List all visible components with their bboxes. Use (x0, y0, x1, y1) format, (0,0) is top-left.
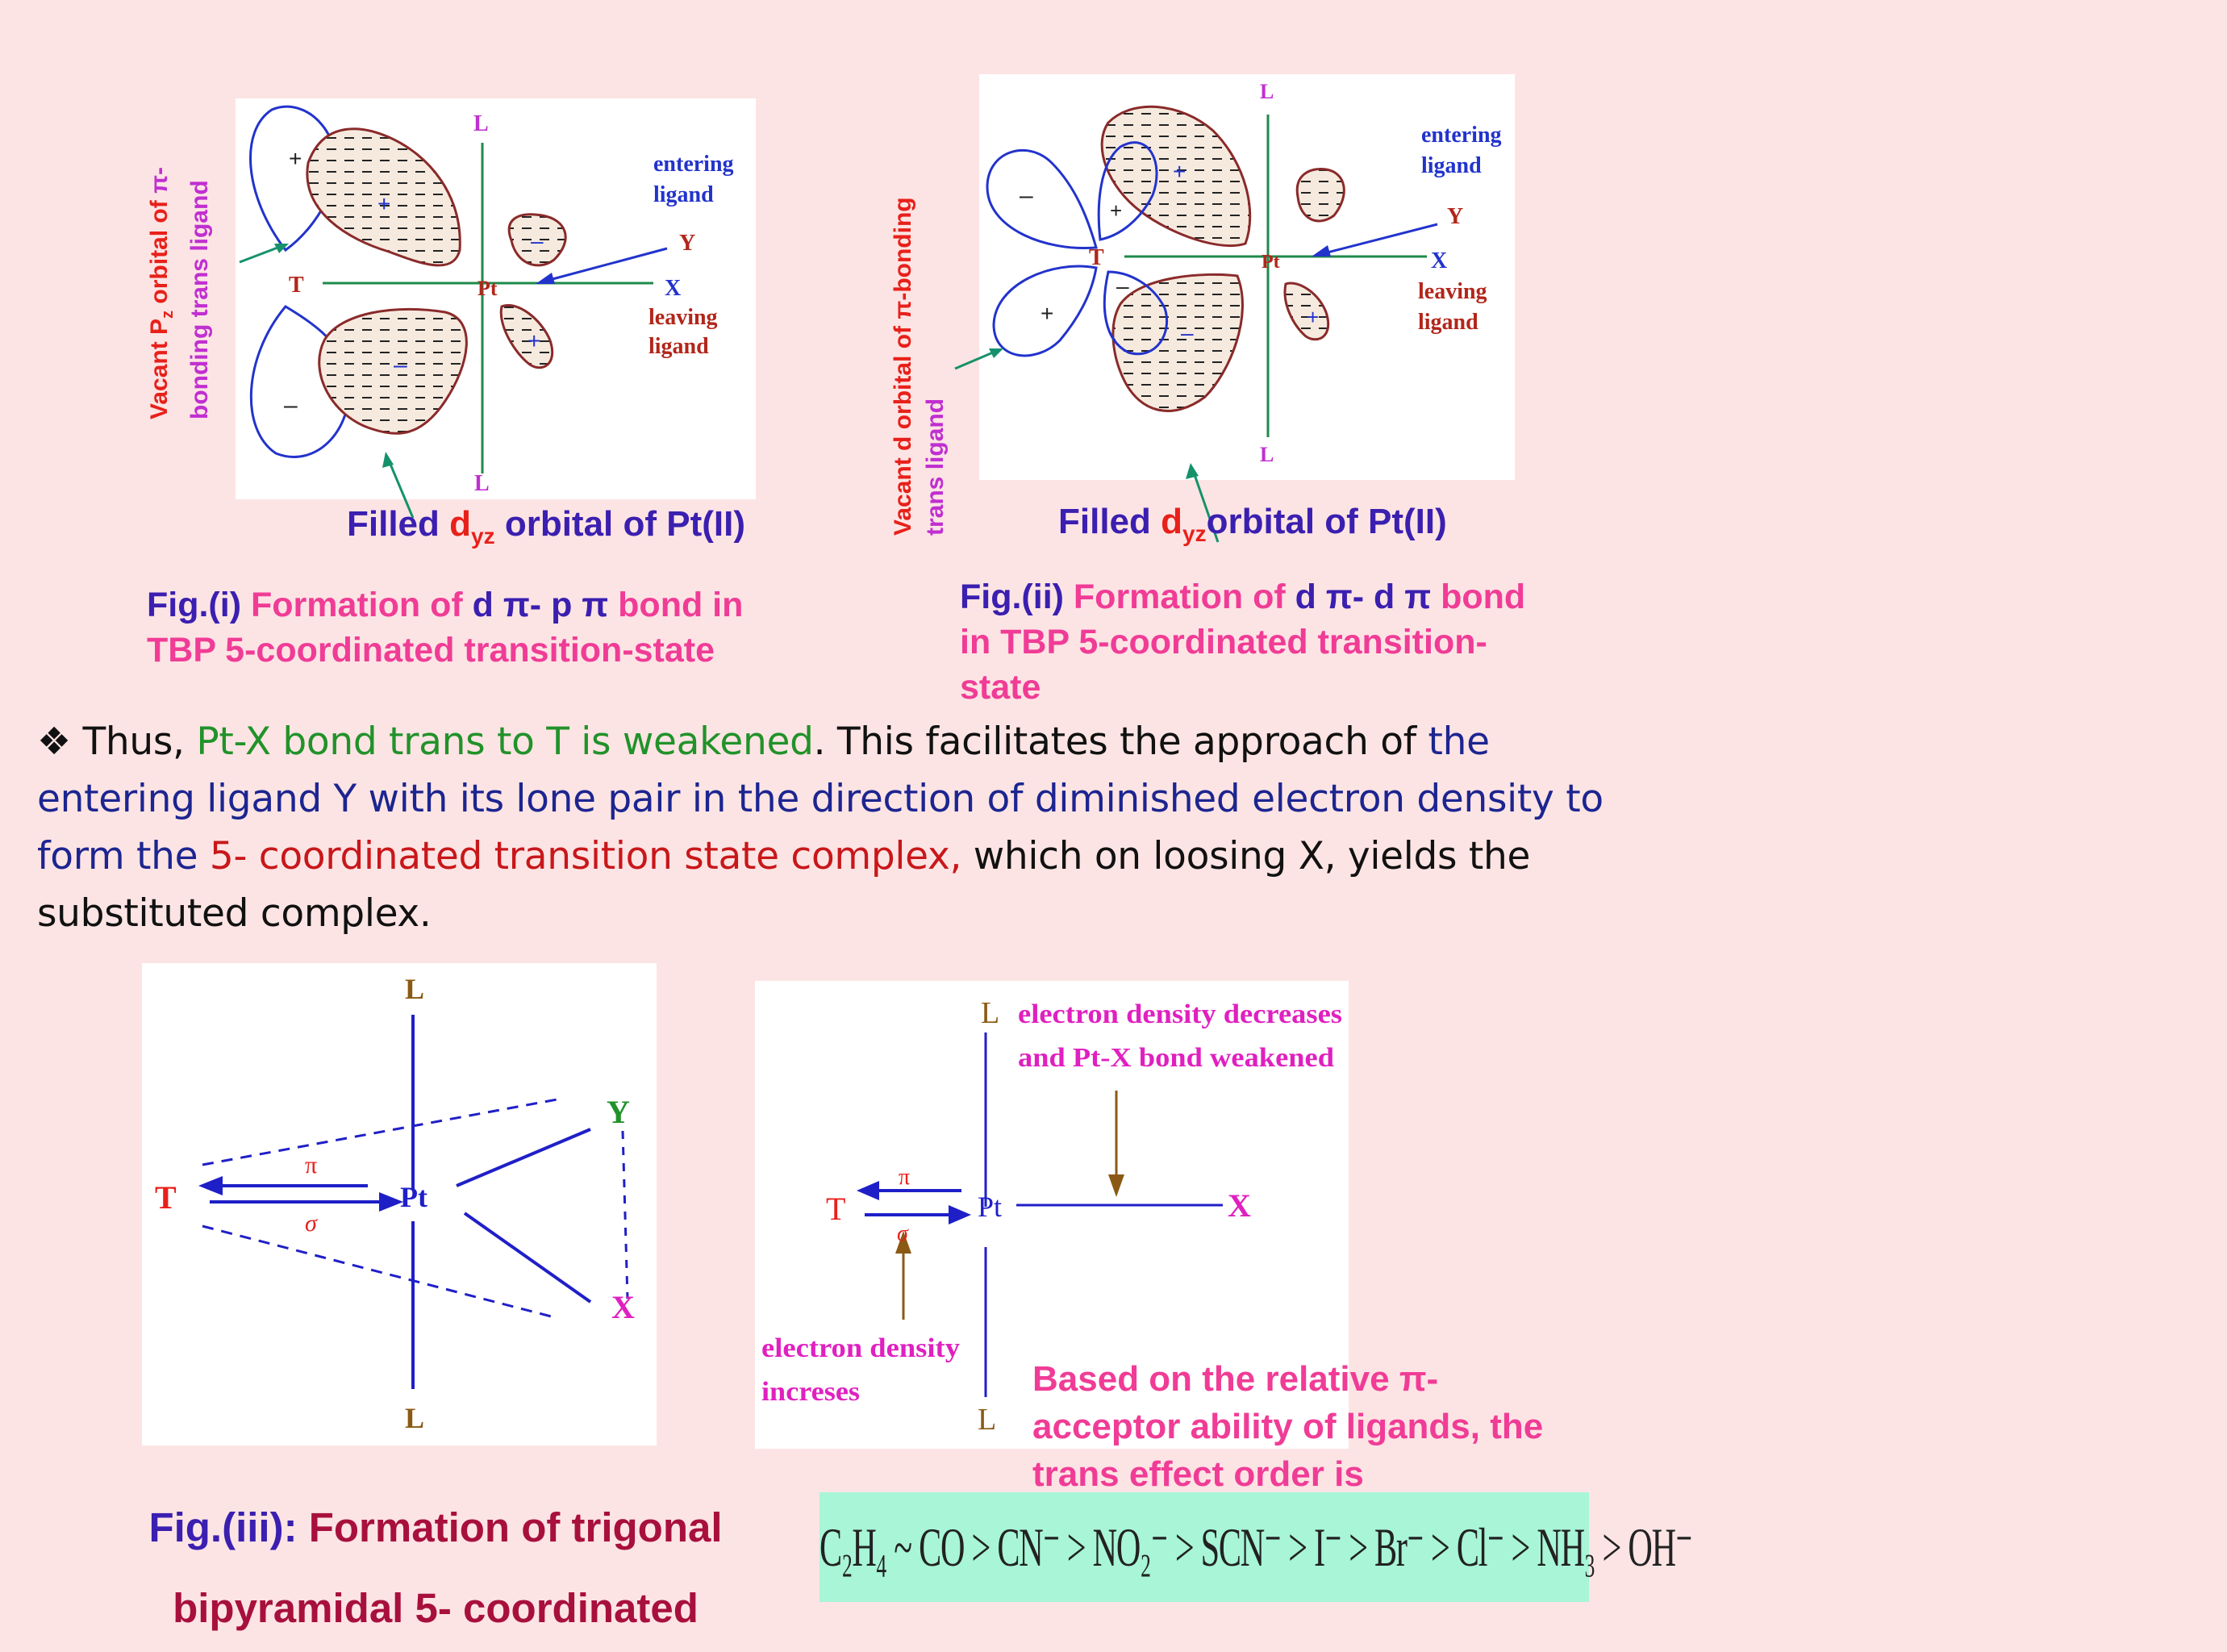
fig2-orbital-diagram: L L T Pt X Y – + + + – – + entering liga… (954, 80, 1502, 543)
fig2-sign-minus-3: – (1181, 320, 1194, 345)
fig2-entering-label: entering (1421, 123, 1502, 148)
fig4-top-note-1: electron density decreases (1018, 999, 1342, 1029)
fig1-label-X: X (665, 276, 681, 301)
fig2-label-L-top: L (1260, 80, 1274, 103)
fig1-panel: L L T Pt X Y + + – – – + entering ligand… (236, 98, 756, 519)
fig2-caption: Fig.(ii) Formation of d π- d π bond in T… (960, 578, 1526, 707)
fig1-label-L-top: L (473, 111, 489, 136)
fig4-label-X: X (1228, 1187, 1251, 1224)
fig3-bond-X (463, 1212, 592, 1304)
fig1-d-lobe-top (306, 127, 461, 267)
fig3-dashed-top (202, 1097, 562, 1166)
fig1-entering-arrow (540, 247, 668, 284)
fig2-sign-plus-1: + (1110, 198, 1122, 223)
fig4-panel: L L T Pt X π σ electron density decrease… (755, 981, 1349, 1449)
fig2-leaving-label-2: ligand (1418, 310, 1478, 335)
fig2-d-lobe-bottom (1111, 273, 1244, 412)
fig1-filled-label: Filled dyz orbital of Pt(II) (347, 504, 745, 549)
fig1-vacant-label: Vacant Pz orbital of π- bonding trans li… (146, 166, 213, 419)
fig1-d-lobe-bottom (318, 307, 468, 435)
fig2-label-T: T (1089, 245, 1104, 270)
fig1-entering-label: entering (653, 152, 734, 177)
fig2-vacant-label: Vacant d orbital of π-bonding trans liga… (890, 197, 949, 536)
fig2-leaving-label: leaving (1418, 279, 1487, 304)
fig2-blue-lobe-lower-right (1103, 270, 1169, 356)
fig3-panel: L L T Pt Y X π σ (142, 963, 657, 1446)
fig1-sign-minus-1: – (284, 392, 298, 419)
fig2-label-Y: Y (1447, 204, 1463, 229)
fig4-label-Pt: Pt (978, 1191, 1002, 1223)
fig1-sign-plus-2: + (377, 191, 390, 216)
fig1-d-lobe-small-top (507, 213, 567, 267)
fig2-filled-label: Filled dyzorbital of Pt(II) (1058, 502, 1447, 546)
fig3-label-L-bottom: L (405, 1402, 424, 1434)
fig2-label-L-bottom: L (1260, 443, 1274, 466)
fig1-sign-plus-1: + (289, 146, 302, 171)
fig1-leaving-label: leaving (648, 305, 718, 330)
fig2-label-Pt: Pt (1262, 252, 1280, 273)
fig4-label-T: T (826, 1191, 845, 1227)
fig4-label-L-top: L (981, 996, 999, 1030)
fig2-label-X: X (1431, 248, 1447, 273)
fig2-entering-label-2: ligand (1421, 153, 1482, 178)
fig2-sign-plus-3: + (1041, 301, 1053, 326)
fig3-label-T: T (155, 1179, 177, 1216)
fig3-label-L-top: L (405, 973, 424, 1005)
fig1-label-L-bottom: L (474, 471, 490, 496)
fig3-label-Y: Y (607, 1094, 630, 1130)
fig1-sign-minus-3: – (531, 228, 544, 253)
fig2-d-lobe-small-bottom (1283, 282, 1330, 341)
explanation-paragraph: ❖ Thus, Pt-X bond trans to T is weakened… (37, 720, 1604, 936)
fig1-sign-minus-2: – (394, 352, 407, 378)
fig2-sign-plus-4: + (1307, 305, 1319, 329)
fig2-blue-lobe-upper-right (1097, 141, 1158, 241)
fig1-leaving-label-2: ligand (648, 334, 709, 359)
fig2-d-lobe-top (1100, 105, 1252, 248)
fig2-entering-arrow (1317, 223, 1438, 257)
fig2-panel: L L T Pt X Y – + + + – – + entering liga… (954, 74, 1515, 543)
fig4-bottom-note-2: increses (761, 1377, 860, 1407)
fig2-sign-plus-2: + (1173, 159, 1186, 184)
fig4-label-L-bottom: L (978, 1403, 996, 1437)
fig1-label-T: T (289, 273, 304, 298)
fig1-sign-plus-3: + (528, 328, 540, 353)
trans-effect-order: C₂H₄ ~ CO > CN⁻ > NO₂⁻ > SCN⁻ > I⁻ > Br⁻… (819, 1492, 1693, 1602)
fig3-dashed-YX (621, 1130, 629, 1299)
fig1-entering-label-2: ligand (653, 182, 714, 207)
fig2-blue-lobe-lower-left (992, 265, 1098, 357)
fig3-label-Pt: Pt (400, 1181, 427, 1213)
fig1-label-Pt: Pt (478, 277, 498, 300)
fig4-top-note-2: and Pt-X bond weakened (1018, 1043, 1334, 1073)
fig1-d-lobe-small-bottom (499, 304, 554, 369)
fig3-bond-Y (456, 1128, 591, 1187)
fig2-d-lobe-small-top (1295, 167, 1345, 223)
fig1-label-Y: Y (679, 231, 695, 256)
fig1-p-lobe-top (249, 105, 338, 252)
fig1-caption: Fig.(i) Formation of d π- p π bond in TB… (147, 586, 744, 670)
fig2-teal-arrow-bottom (1191, 467, 1220, 543)
fig2-sign-minus-2: – (1116, 273, 1129, 298)
fig4-bottom-note-1: electron density (761, 1333, 960, 1363)
fig3-label-X: X (611, 1289, 635, 1325)
fig3-dashed-bottom (202, 1224, 558, 1320)
fig3-tbp-diagram: L L T Pt Y X π σ (155, 973, 635, 1434)
fig1-orbital-diagram: L L T Pt X Y + + – – – + entering ligand… (239, 105, 734, 519)
fig3-label-sigma: σ (305, 1210, 318, 1237)
fig1-teal-arrow-bottom (386, 456, 415, 519)
fig3-label-pi: π (305, 1152, 317, 1179)
trans-effect-intro: Based on the relative π- acceptor abilit… (1032, 1359, 1544, 1494)
fig2-blue-lobe-upper-left (986, 148, 1098, 250)
fig4-trans-effect-diagram: L L T Pt X π σ electron density decrease… (761, 996, 1342, 1437)
fig4-label-sigma: σ (897, 1221, 909, 1246)
fig4-label-pi: π (899, 1165, 910, 1190)
fig3-caption: Fig.(iii): Formation of trigonal bipyram… (148, 1504, 723, 1631)
bullet-icon: ❖ (37, 720, 71, 764)
fig2-sign-minus-1: – (1020, 182, 1033, 209)
